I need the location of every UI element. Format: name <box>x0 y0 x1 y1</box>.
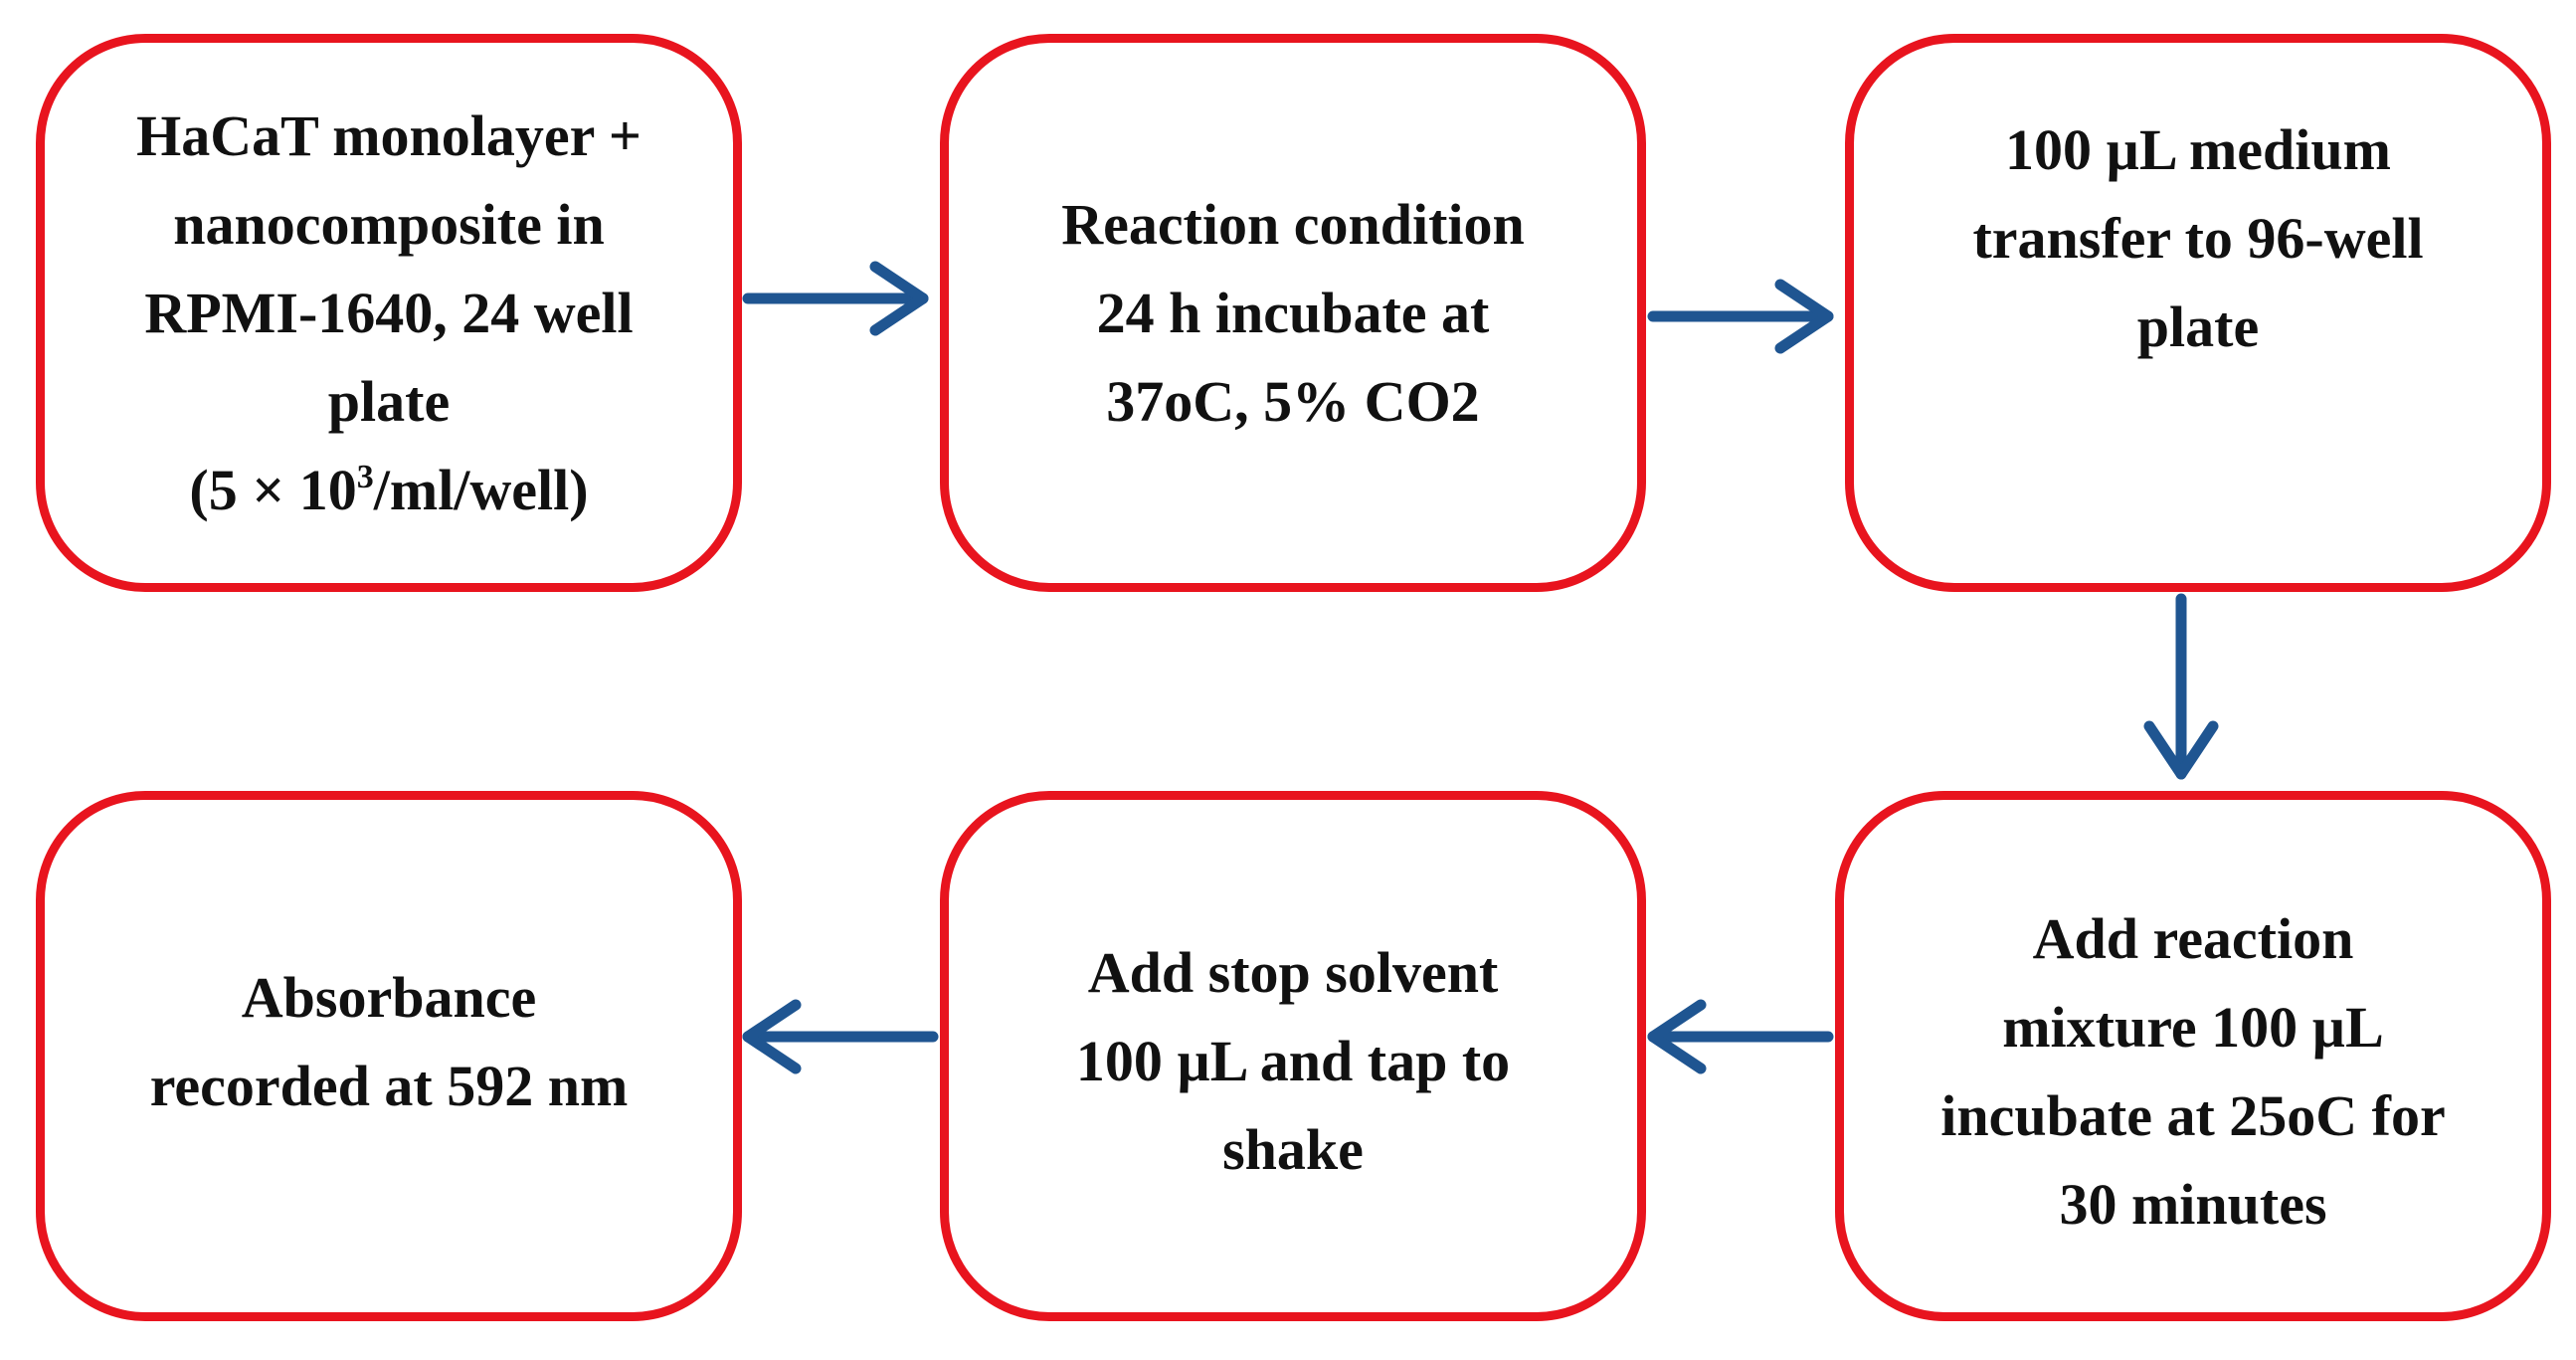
step-text: Absorbance recorded at 592 nm <box>130 953 648 1130</box>
step-box-absorbance: Absorbance recorded at 592 nm <box>36 791 742 1321</box>
arrow-step5-to-step6 <box>742 999 939 1074</box>
step-line: Add reaction <box>2032 905 2354 971</box>
step-box-hacat-monolayer: HaCaT monolayer + nanocomposite in RPMI-… <box>36 34 742 592</box>
step-line: HaCaT monolayer + <box>136 103 642 168</box>
step-line: recorded at 592 nm <box>149 1053 629 1118</box>
density-exponent: 3 <box>356 458 374 495</box>
step-text: Reaction condition 24 h incubate at 37oC… <box>1041 180 1545 446</box>
step-line: nanocomposite in <box>173 192 605 257</box>
step-box-add-stop-solvent: Add stop solvent 100 µL and tap to shake <box>940 791 1646 1321</box>
step-line: incubate at 25oC for <box>1940 1082 2446 1148</box>
step-line: transfer to 96-well <box>1972 206 2424 271</box>
step-text: Add reaction mixture 100 µL incubate at … <box>1921 894 2465 1249</box>
step-text: HaCaT monolayer + nanocomposite in RPMI-… <box>116 92 661 534</box>
arrow-step1-to-step2 <box>742 261 929 336</box>
arrow-step2-to-step3 <box>1647 279 1834 354</box>
density-prefix: (5 × 10 <box>189 458 357 522</box>
step-box-medium-transfer: 100 µL medium transfer to 96-well plate <box>1845 34 2551 592</box>
step-line: Reaction condition <box>1061 192 1525 257</box>
step-line: plate <box>327 369 451 434</box>
step-line: Add stop solvent <box>1087 940 1499 1005</box>
cell-density-line: (5 × 103/ml/well) <box>136 446 642 534</box>
step-text: 100 µL medium transfer to 96-well plate <box>1952 105 2443 371</box>
arrow-step4-to-step5 <box>1647 999 1834 1074</box>
step-line: plate <box>2136 294 2260 359</box>
step-line: 30 minutes <box>2059 1171 2327 1237</box>
step-line: RPMI-1640, 24 well <box>144 281 634 345</box>
step-box-add-reaction-mixture: Add reaction mixture 100 µL incubate at … <box>1835 791 2551 1321</box>
step-line: 100 µL and tap to <box>1075 1029 1511 1093</box>
step-line: mixture 100 µL <box>2002 994 2384 1060</box>
step-box-reaction-condition: Reaction condition 24 h incubate at 37oC… <box>940 34 1646 592</box>
step-line: 24 h incubate at <box>1096 281 1490 345</box>
step-text: Add stop solvent 100 µL and tap to shake <box>1056 928 1530 1194</box>
step-line: 37oC, 5% CO2 <box>1106 369 1480 434</box>
step-line: Absorbance <box>241 964 537 1030</box>
arrow-step3-to-step4 <box>2143 593 2219 780</box>
step-line: shake <box>1222 1117 1364 1182</box>
density-suffix: /ml/well) <box>373 458 589 522</box>
step-line: 100 µL medium <box>2005 117 2391 182</box>
